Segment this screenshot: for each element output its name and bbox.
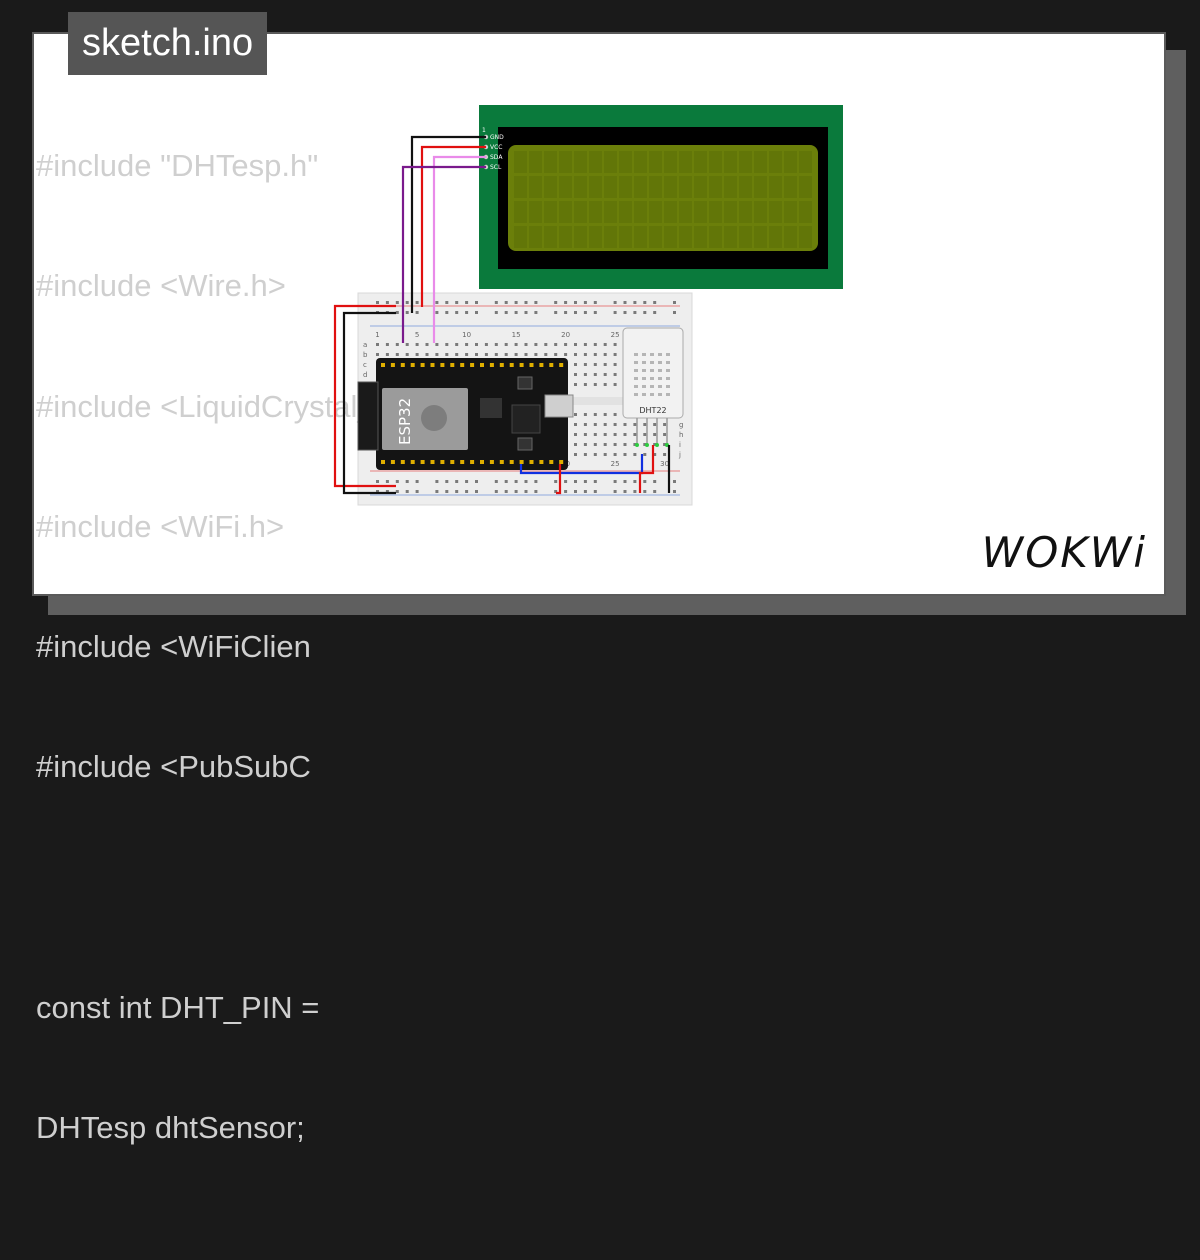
lcd-pin-label: SCL (490, 164, 502, 171)
column-number: 30 (660, 460, 669, 468)
wire-vcc (420, 145, 486, 307)
wokwi-logo: WOKWi (981, 528, 1147, 577)
wires (333, 135, 671, 495)
esp32-chip (511, 404, 541, 434)
lcd-character-grid (514, 151, 812, 248)
code-line: const int DHT_PIN = (36, 990, 320, 1026)
dht22-sensor (622, 327, 684, 419)
column-number: 25 (611, 460, 620, 468)
code-line: #include "DHTesp.h" (36, 148, 319, 183)
esp32-button (517, 437, 533, 451)
wire-power-rail (333, 304, 396, 488)
column-number: 10 (462, 331, 471, 339)
usb-port (544, 394, 574, 418)
column-number: 20 (561, 331, 570, 339)
code-line (36, 864, 423, 912)
wire-dht-vcc (638, 445, 655, 493)
row-letter: a (363, 341, 367, 349)
row-letter: b (363, 351, 368, 359)
lcd-pin-label: GND (490, 134, 504, 141)
row-letter: h (679, 431, 683, 439)
row-letter: g (679, 421, 683, 429)
wire-ground-rail (342, 311, 396, 495)
column-number: 1 (375, 331, 379, 339)
lcd-pin-label: SDA (490, 154, 503, 161)
code-line: #include <WiFiClien (36, 629, 311, 665)
code-line: #include <Wire.h> (36, 268, 286, 304)
row-letter: i (679, 441, 681, 449)
espressif-logo-icon (421, 405, 447, 431)
esp32-regulator (480, 398, 502, 418)
esp32-pin-rows (381, 363, 564, 464)
column-number: 15 (512, 331, 521, 339)
row-letter: j (678, 451, 681, 459)
wire-3v3 (556, 464, 562, 495)
wire-gnd (410, 135, 486, 313)
sketch-title-tab: sketch.ino (68, 12, 268, 75)
esp32-label: ESP32 (396, 398, 414, 445)
row-letter: d (363, 371, 367, 379)
esp32-antenna (357, 381, 379, 451)
lcd-pin-number: 1 (482, 127, 486, 134)
wire-sda (432, 155, 486, 343)
wire-scl (401, 165, 486, 343)
row-letter: c (363, 361, 367, 369)
code-line (36, 1225, 423, 1260)
lcd-pin-label: VCC (490, 144, 502, 151)
dht22-grille (634, 353, 670, 396)
esp32-button (517, 376, 533, 390)
code-line: #include <PubSubC (36, 749, 311, 785)
column-number: 5 (415, 331, 419, 339)
code-line: #include <WiFi.h> (36, 508, 285, 544)
column-number: 25 (611, 331, 620, 339)
dht22-label: DHT22 (639, 406, 666, 415)
wire-data (519, 454, 644, 475)
code-line: DHTesp dhtSensor; (36, 1110, 305, 1146)
